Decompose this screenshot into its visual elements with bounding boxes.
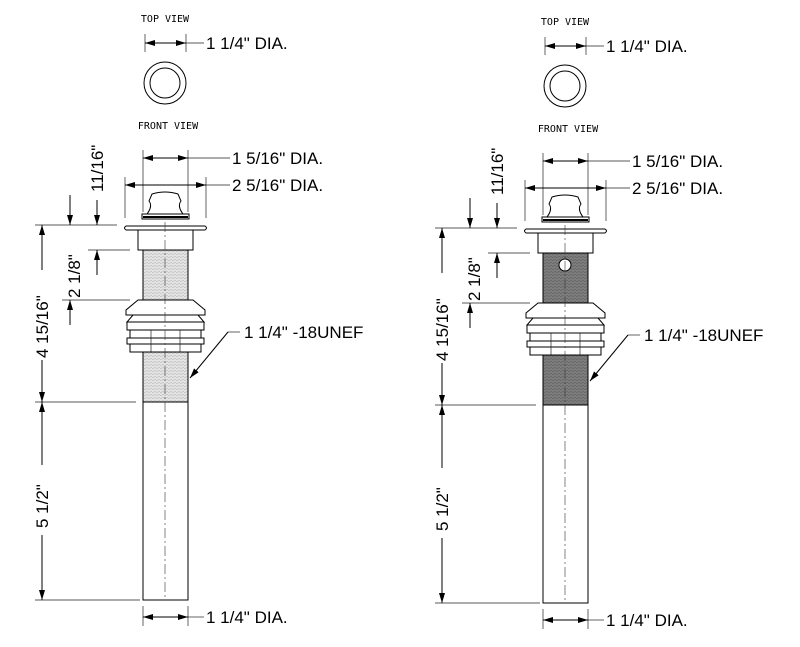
drain-drawing-with-overflow: TOP VIEW 1 1/4" DIA. FRONT VIEW 1 5/16" … — [433, 17, 763, 630]
bottom-dia-dimension: 1 1/4" DIA. — [142, 606, 288, 627]
collar-dimension: 2 1/8" — [462, 252, 530, 328]
top-dia-label: 1 1/4" DIA. — [206, 34, 288, 53]
tail-length-label: 5 1/2" — [433, 487, 452, 531]
bottom-dia-label: 1 1/4" DIA. — [606, 611, 688, 630]
body-length-label: 4 15/16" — [33, 295, 52, 358]
knob-dia-label: 1 5/16" DIA. — [632, 152, 723, 171]
drain-body — [124, 191, 207, 601]
tail-length-label: 5 1/2" — [33, 484, 52, 528]
knob-dia-dimension: 1 5/16" DIA. — [142, 149, 323, 212]
top-dia-label: 1 1/4" DIA. — [606, 37, 688, 56]
front-view-label: FRONT VIEW — [138, 121, 199, 132]
knob-height-label: 11/16" — [488, 148, 507, 195]
knob-height-label: 11/16" — [88, 145, 107, 192]
body-length-label: 4 15/16" — [433, 298, 452, 361]
flange-dia-label: 2 5/16" DIA. — [232, 176, 323, 195]
thread-spec-label: 1 1/4" -18UNEF — [644, 326, 763, 345]
knob-dia-label: 1 5/16" DIA. — [232, 149, 323, 168]
knob-dia-dimension: 1 5/16" DIA. — [542, 152, 723, 215]
flange-dia-dimension: 2 5/16" DIA. — [124, 176, 323, 218]
top-view-ring — [143, 61, 187, 105]
thread-spec-label: 1 1/4" -18UNEF — [244, 323, 363, 342]
tail-length-dimension: 5 1/2" — [33, 402, 140, 601]
body-length-dimension: 4 15/16" — [433, 228, 536, 406]
top-view-label: TOP VIEW — [541, 17, 590, 28]
knob-height-dimension: 11/16" — [35, 145, 117, 226]
collar-to-nut-label: 2 1/8" — [65, 254, 84, 298]
bottom-dia-dimension: 1 1/4" DIA. — [542, 609, 688, 630]
tail-length-dimension: 5 1/2" — [433, 405, 540, 604]
top-dia-dimension: 1 1/4" DIA. — [544, 37, 688, 56]
drain-body — [524, 194, 607, 604]
top-view-ring — [543, 64, 587, 108]
front-view-label: FRONT VIEW — [538, 124, 599, 135]
body-length-dimension: 4 15/16" — [33, 225, 136, 403]
top-dia-dimension: 1 1/4" DIA. — [144, 34, 288, 53]
collar-dimension: 2 1/8" — [62, 249, 130, 325]
thread-spec-callout: 1 1/4" -18UNEF — [589, 326, 763, 382]
collar-to-nut-label: 2 1/8" — [465, 257, 484, 301]
thread-spec-callout: 1 1/4" -18UNEF — [189, 323, 363, 379]
flange-dia-dimension: 2 5/16" DIA. — [524, 179, 723, 221]
knob-height-dimension: 11/16" — [435, 148, 517, 229]
flange-dia-label: 2 5/16" DIA. — [632, 179, 723, 198]
top-view-label: TOP VIEW — [141, 14, 190, 25]
bottom-dia-label: 1 1/4" DIA. — [206, 608, 288, 627]
drain-drawing-without-overflow: TOP VIEW 1 1/4" DIA. FRONT VIEW 1 5/16" … — [33, 14, 363, 627]
